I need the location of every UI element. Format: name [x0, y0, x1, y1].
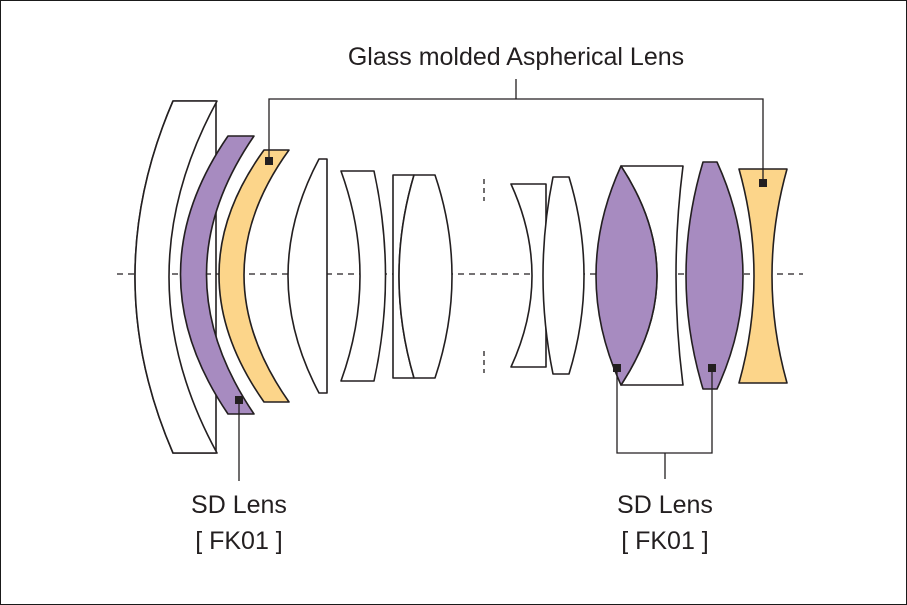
lens-element-7 — [398, 174, 453, 379]
sd-right-leader — [616, 368, 713, 479]
sd-left-label-line1: SD Lens — [191, 491, 287, 519]
aspherical-label: Glass molded Aspherical Lens — [348, 43, 684, 71]
lens-element-1-body — [134, 100, 218, 454]
sd-right-label-line2: [ FK01 ] — [621, 527, 709, 555]
lens-element-8 — [510, 183, 547, 368]
lens-element-5 — [340, 170, 387, 382]
lens-element-13-aspherical — [738, 168, 788, 384]
aspherical-marker-right — [759, 179, 767, 187]
sd-right-label-line1: SD Lens — [617, 491, 713, 519]
aspherical-marker-left — [265, 157, 273, 165]
lens-element-4 — [287, 158, 328, 394]
lens-element-12-sd — [685, 161, 744, 390]
lens-element-3-aspherical — [218, 149, 290, 403]
aspherical-leader — [268, 79, 764, 183]
sd-right-marker-1 — [613, 364, 621, 372]
lens-element-10-sd — [595, 165, 658, 386]
lens-element-2-sd — [179, 135, 255, 415]
lens-element-9 — [542, 176, 585, 375]
sd-right-marker-2 — [708, 364, 716, 372]
sd-left-marker — [235, 396, 243, 404]
sd-left-label-line2: [ FK01 ] — [195, 527, 283, 555]
